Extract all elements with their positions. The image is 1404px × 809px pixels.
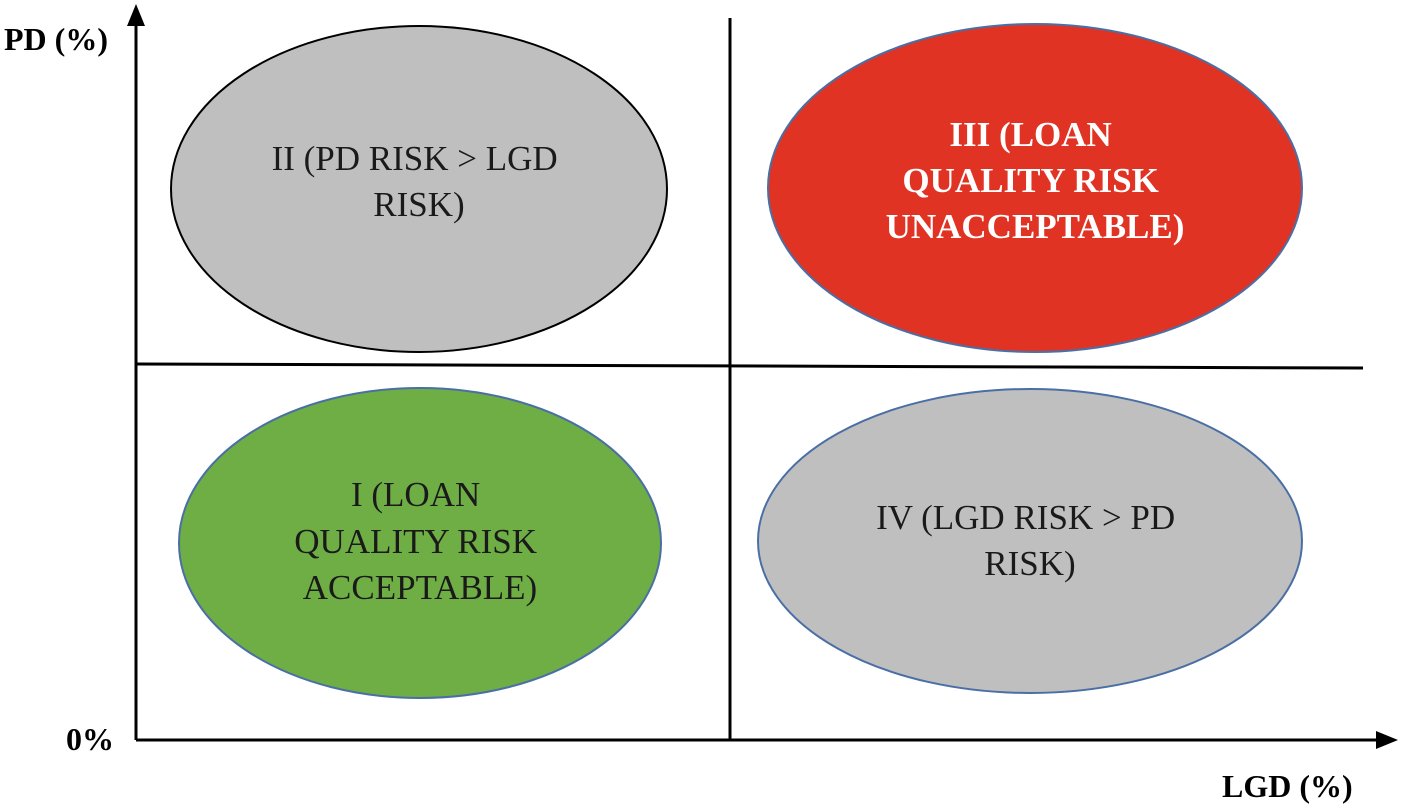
quadrant-i-label: I (LOAN QUALITY RISK ACCEPTABLE) — [294, 475, 545, 607]
origin-label: 0% — [66, 721, 114, 757]
quadrant-iii-label: III (LOAN QUALITY RISK UNACCEPTABLE) — [886, 115, 1185, 246]
y-axis-arrowhead — [127, 4, 145, 26]
quadrant-iv-ellipse — [757, 388, 1303, 694]
quadrant-ii-ellipse — [170, 25, 668, 353]
x-axis-arrowhead — [1376, 731, 1398, 749]
quadrant-ii: II (PD RISK > LGD RISK) — [170, 25, 668, 353]
quadrant-iv: IV (LGD RISK > PD RISK) — [757, 388, 1303, 694]
quadrant-ii-label: II (PD RISK > LGD RISK) — [272, 139, 567, 224]
quadrant-iv-label: IV (LGD RISK > PD RISK) — [876, 498, 1184, 583]
quadrant-i-ellipse — [178, 387, 662, 699]
y-axis-label: PD (%) — [4, 21, 108, 57]
horizontal-divider — [135, 362, 1364, 370]
quadrant-iii: III (LOAN QUALITY RISK UNACCEPTABLE) — [767, 23, 1303, 353]
x-axis-label: LGD (%) — [1222, 768, 1353, 804]
quadrant-i: I (LOAN QUALITY RISK ACCEPTABLE) — [178, 387, 662, 699]
quadrant-iii-ellipse — [767, 23, 1303, 353]
